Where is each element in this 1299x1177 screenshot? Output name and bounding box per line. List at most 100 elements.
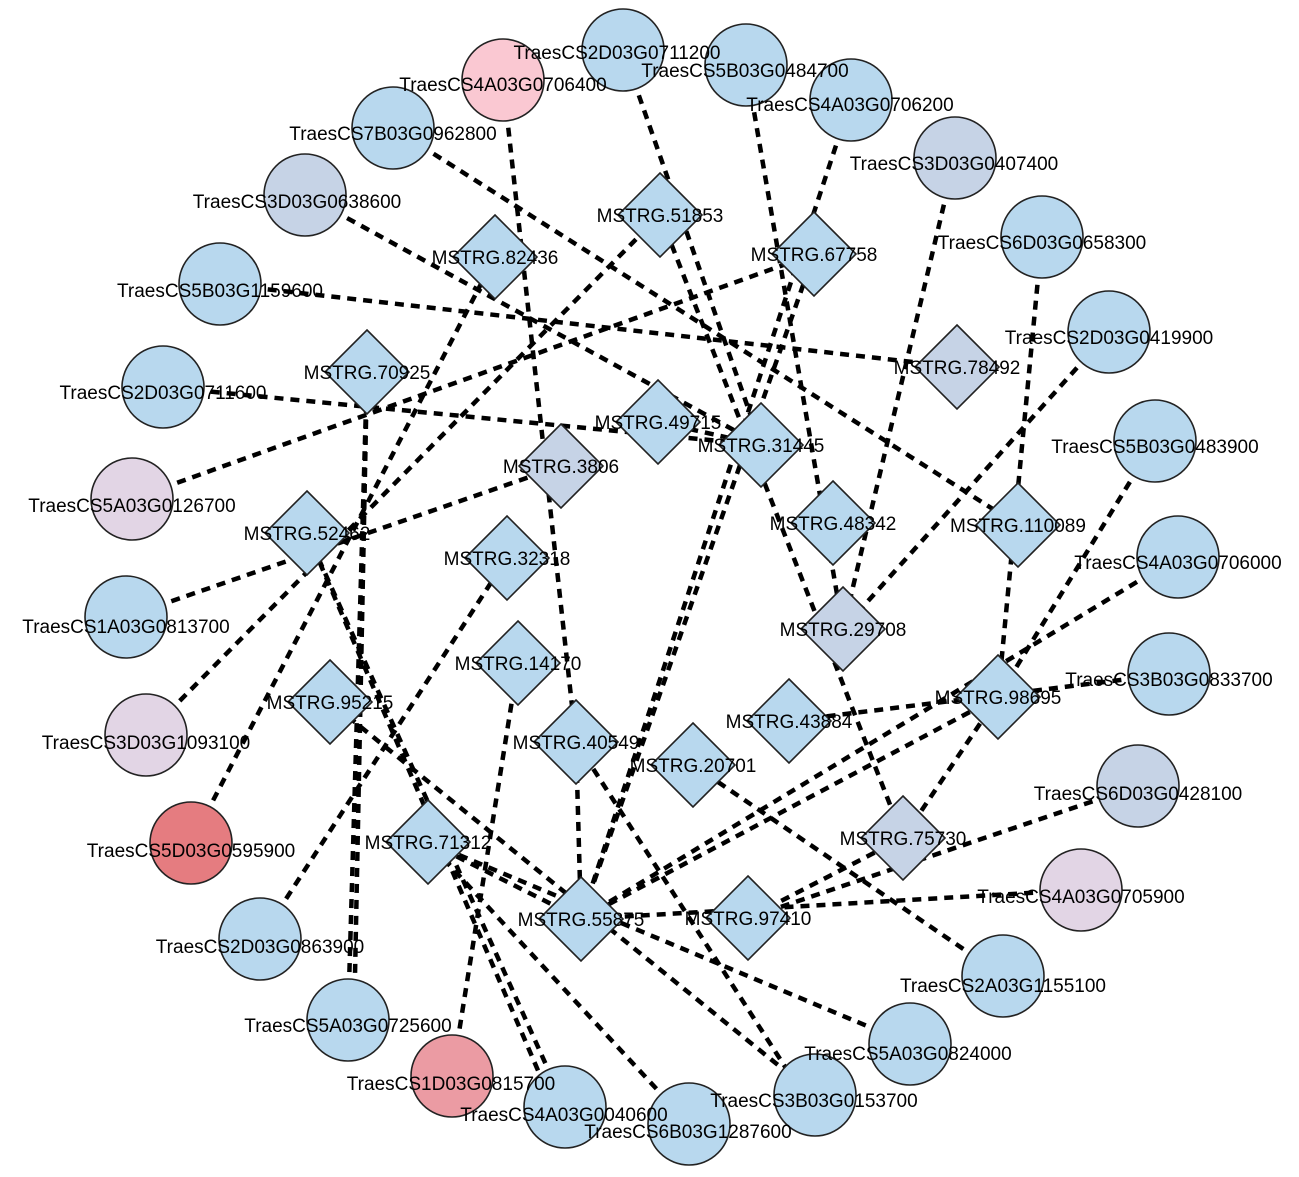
gene-node-circle[interactable] [90, 457, 174, 541]
gene-node-circle[interactable] [1096, 744, 1180, 828]
lncrna-node-diamond[interactable] [770, 210, 858, 298]
gene-node-circle[interactable] [306, 978, 390, 1062]
gene-label: TraesCS3D03G0407400 [850, 154, 1058, 175]
lncrna-node-diamond[interactable] [745, 677, 833, 765]
gene-node-circle[interactable] [1113, 399, 1197, 483]
gene-node-circle[interactable] [218, 897, 302, 981]
lncrna-node-diamond[interactable] [532, 698, 620, 786]
edge-g22-m19 [691, 763, 1005, 978]
gene-node-circle[interactable] [104, 693, 188, 777]
edge-g17-m1 [144, 213, 662, 737]
edge-g24-m20 [427, 839, 911, 1047]
lncrna-node-diamond[interactable] [974, 481, 1062, 569]
edge-g20-m22 [580, 887, 1082, 922]
lncrna-node-diamond[interactable] [913, 323, 1001, 411]
lncrna-node-diamond[interactable] [616, 171, 704, 259]
lncrna-node-diamond[interactable] [859, 794, 947, 882]
gene-label: TraesCS5B03G0483900 [1051, 437, 1258, 458]
gene-label: TraesCS2D03G0711200 [513, 43, 720, 64]
gene-label: TraesCS1D03G0815700 [347, 1074, 555, 1095]
lncrna-node-diamond[interactable] [537, 875, 625, 963]
lncrna-node-diamond[interactable] [954, 653, 1042, 741]
gene-label: TraesCS4A03G0705900 [977, 887, 1184, 908]
gene-node-circle[interactable] [1067, 290, 1151, 374]
lncrna-label: MSTRG.82436 [432, 248, 559, 269]
gene-label: TraesCS6B03G1287600 [584, 1122, 791, 1143]
gene-node-circle[interactable] [410, 1034, 494, 1118]
lncrna-node-diamond[interactable] [323, 328, 411, 416]
gene-node-circle[interactable] [84, 575, 168, 659]
lncrna-label: MSTRG.3806 [503, 457, 619, 478]
lncrna-label: MSTRG.20701 [630, 756, 757, 777]
lncrna-node-diamond[interactable] [717, 401, 805, 489]
gene-node-circle[interactable] [581, 8, 665, 92]
lncrna-label: MSTRG.78492 [894, 358, 1021, 379]
lncrna-label: MSTRG.95215 [267, 693, 394, 714]
edge-g8-m16 [995, 236, 1045, 698]
gene-label: TraesCS5B03G0484700 [641, 61, 848, 82]
edge-m18-m24 [574, 740, 802, 1092]
gene-label: TraesCS6D03G0658300 [938, 233, 1146, 254]
gene-node-circle[interactable] [461, 38, 545, 122]
gene-node-circle[interactable] [647, 1082, 731, 1166]
edge-g12-m16 [996, 439, 1157, 699]
gene-label: TraesCS7B03G0962800 [289, 124, 496, 145]
lncrna-node-diamond[interactable] [704, 874, 792, 962]
gene-node-circle[interactable] [121, 345, 205, 429]
node-layer [84, 8, 1220, 1166]
edge-g7-m7 [303, 193, 763, 447]
lncrna-node-diamond[interactable] [649, 721, 737, 809]
gene-node-circle[interactable] [263, 153, 347, 237]
lncrna-node-diamond[interactable] [789, 479, 877, 567]
edge-g26-m9 [304, 532, 568, 1108]
edge-g1-m7 [620, 49, 764, 446]
gene-node-circle[interactable] [1127, 632, 1211, 716]
gene-node-circle[interactable] [868, 1002, 952, 1086]
gene-node-circle[interactable] [178, 242, 262, 326]
gene-node-circle[interactable] [351, 86, 435, 170]
lncrna-label: MSTRG.43884 [726, 712, 853, 733]
lncrna-label: MSTRG.97410 [685, 909, 812, 930]
gene-label: TraesCS2A03G1155100 [900, 976, 1106, 997]
gene-label: TraesCS5B03G1159600 [117, 281, 323, 302]
gene-label: TraesCS4A03G0706400 [399, 75, 606, 96]
gene-node-circle[interactable] [913, 116, 997, 200]
lncrna-node-diamond[interactable] [263, 489, 351, 577]
gene-label: TraesCS4A03G0706200 [746, 95, 953, 116]
lncrna-node-diamond[interactable] [517, 422, 605, 510]
lncrna-label: MSTRG.31445 [698, 436, 825, 457]
lncrna-label: MSTRG.49715 [595, 413, 722, 434]
lncrna-label: MSTRG.29708 [780, 620, 907, 641]
edge-m9-m27 [304, 532, 558, 1111]
lncrna-node-diamond[interactable] [463, 514, 551, 602]
gene-node-circle[interactable] [1136, 515, 1220, 599]
lncrna-label: MSTRG.14170 [455, 654, 582, 675]
lncrna-node-diamond[interactable] [286, 658, 374, 746]
lncrna-label: MSTRG.71312 [365, 833, 492, 854]
gene-label: TraesCS5A03G0824000 [804, 1044, 1011, 1065]
gene-node-circle[interactable] [809, 58, 893, 142]
gene-label: TraesCS5A03G0725600 [244, 1016, 451, 1037]
lncrna-label: MSTRG.48342 [770, 514, 897, 535]
edge-g28-m20 [426, 840, 691, 1126]
lncrna-node-diamond[interactable] [384, 798, 472, 886]
gene-node-circle[interactable] [523, 1065, 607, 1149]
gene-node-circle[interactable] [149, 801, 233, 885]
lncrna-label: MSTRG.75730 [840, 829, 967, 850]
lncrna-node-diamond[interactable] [451, 213, 539, 301]
gene-node-circle[interactable] [961, 934, 1045, 1018]
gene-node-circle[interactable] [704, 23, 788, 107]
lncrna-node-diamond[interactable] [799, 585, 887, 673]
edge-g6-m13 [840, 157, 958, 630]
lncrna-node-diamond[interactable] [614, 378, 702, 466]
gene-label: TraesCS2D03G0711600 [59, 383, 266, 404]
gene-node-circle[interactable] [1039, 848, 1123, 932]
gene-label: TraesCS3D03G0638600 [193, 192, 401, 213]
lncrna-node-diamond[interactable] [474, 619, 562, 707]
lncrna-label: MSTRG.110089 [950, 516, 1086, 537]
gene-node-circle[interactable] [1000, 195, 1084, 279]
gene-node-circle[interactable] [773, 1053, 857, 1137]
edge-g9-m5 [219, 281, 958, 370]
edge-g19-m2 [189, 255, 497, 845]
